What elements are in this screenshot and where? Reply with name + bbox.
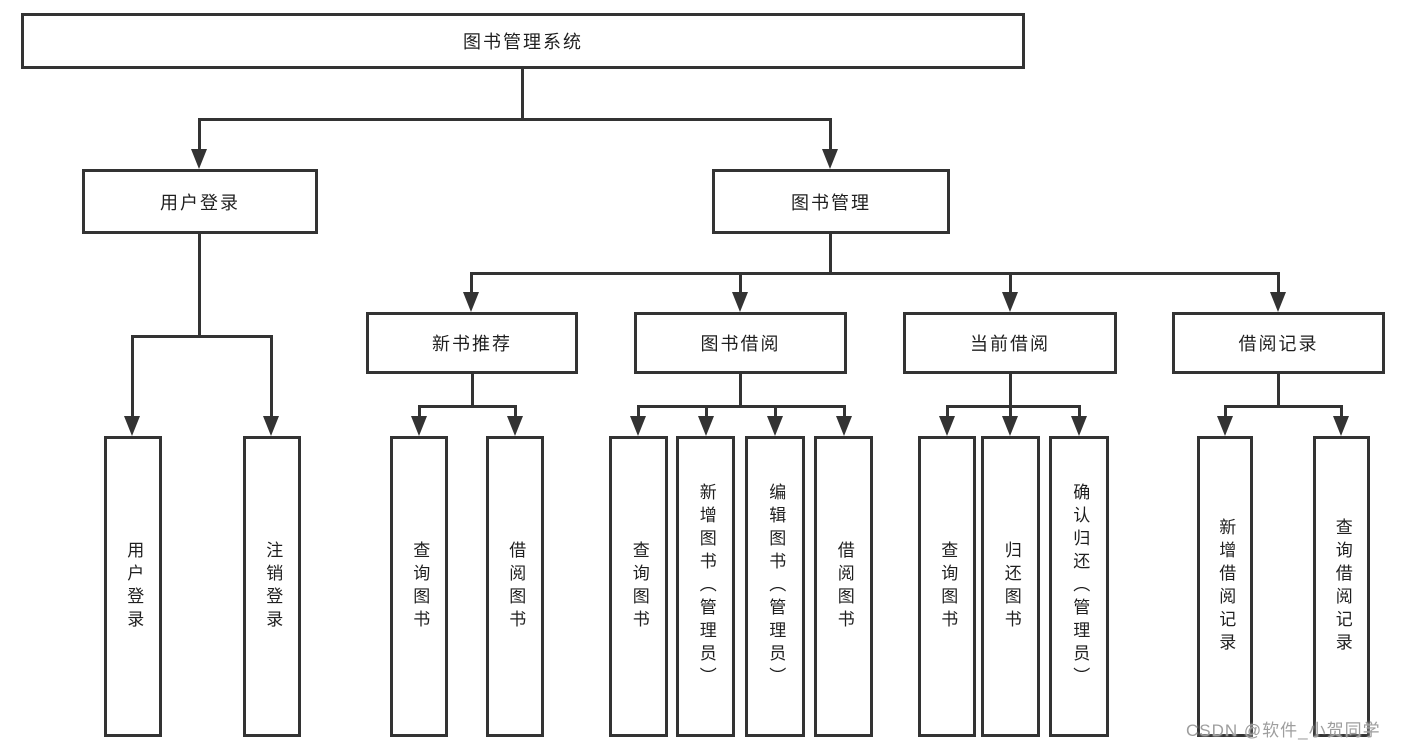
connector-drop-edit-books	[774, 405, 777, 416]
connector-drop-current-borrowing	[1009, 272, 1012, 294]
connector-drop-book-borrowing	[739, 272, 742, 294]
node-borrowing-records: 借阅记录	[1172, 312, 1385, 374]
node-library-management-system: 图书管理系统	[21, 13, 1025, 69]
leaf-query-books-recommend-label: 查询图书	[410, 540, 430, 633]
leaf-query-books-recommend: 查询图书	[390, 436, 448, 737]
leaf-borrow-books-borrowing: 借阅图书	[814, 436, 873, 737]
connector-new-book-recommend-stem	[471, 374, 474, 405]
arrowhead-query-books-1	[411, 416, 427, 436]
node-book-borrowing-label: 图书借阅	[700, 334, 781, 354]
node-current-borrowing-label: 当前借阅	[970, 334, 1050, 354]
connector-drop-borrow-books-2	[843, 405, 846, 416]
node-book-management: 图书管理	[712, 169, 950, 234]
leaf-user-login: 用户登录	[104, 436, 162, 737]
leaf-add-borrow-record-label: 新增借阅记录	[1216, 517, 1236, 656]
arrowhead-add-record	[1217, 416, 1233, 436]
leaf-query-books-current: 查询图书	[918, 436, 976, 737]
leaf-user-login-label: 用户登录	[124, 540, 144, 633]
watermark: CSDN @软件_小贺同学	[1186, 721, 1381, 740]
arrowhead-confirm-return	[1071, 416, 1087, 436]
connector-drop-query-books-2	[637, 405, 640, 416]
leaf-query-borrow-record-label: 查询借阅记录	[1332, 517, 1352, 656]
arrowhead-book-management	[822, 149, 838, 169]
connector-root-bar	[199, 118, 831, 121]
connector-current-borrowing-bar	[946, 405, 1080, 408]
leaf-borrow-books-recommend-label: 借阅图书	[506, 540, 526, 633]
connector-book-management-bar	[470, 272, 1280, 275]
leaf-confirm-return-admin: 确认归还（管理员）	[1049, 436, 1109, 737]
connector-drop-query-books-3	[946, 405, 949, 416]
arrowhead-query-books-2	[630, 416, 646, 436]
connector-drop-leaf-user-login	[131, 335, 134, 416]
leaf-query-books-current-label: 查询图书	[938, 540, 958, 633]
connector-user-login-bar	[132, 335, 273, 338]
node-new-book-recommend: 新书推荐	[366, 312, 578, 374]
arrowhead-return-books	[1002, 416, 1018, 436]
leaf-borrow-books-recommend: 借阅图书	[486, 436, 544, 737]
node-current-borrowing: 当前借阅	[903, 312, 1117, 374]
arrowhead-query-record	[1333, 416, 1349, 436]
node-user-login-label: 用户登录	[160, 192, 240, 213]
connector-drop-add-books	[705, 405, 708, 416]
connector-current-borrowing-stem	[1009, 374, 1012, 405]
connector-drop-confirm-return	[1078, 405, 1081, 416]
node-book-management-label: 图书管理	[791, 192, 871, 213]
leaf-edit-books-admin-label: 编辑图书（管理员）	[766, 483, 786, 690]
connector-user-login-stem	[198, 234, 201, 335]
arrowhead-add-books	[698, 416, 714, 436]
arrowhead-leaf-user-login	[124, 416, 140, 436]
connector-book-management-stem	[829, 234, 832, 272]
connector-drop-return-books	[1009, 405, 1012, 416]
connector-drop-query-books-1	[418, 405, 421, 416]
leaf-confirm-return-admin-label: 确认归还（管理员）	[1070, 483, 1090, 690]
leaf-query-books-borrowing-label: 查询图书	[629, 540, 649, 633]
connector-drop-leaf-logout	[270, 335, 273, 416]
arrowhead-leaf-logout	[263, 416, 279, 436]
leaf-return-books: 归还图书	[981, 436, 1040, 737]
leaf-add-books-admin-label: 新增图书（管理员）	[696, 483, 716, 690]
arrowhead-user-login	[191, 149, 207, 169]
leaf-add-borrow-record: 新增借阅记录	[1197, 436, 1253, 737]
node-borrowing-records-label: 借阅记录	[1238, 334, 1319, 354]
connector-new-book-recommend-bar	[418, 405, 516, 408]
leaf-logout-label: 注销登录	[263, 540, 283, 633]
connector-drop-new-book-recommend	[470, 272, 473, 294]
arrowhead-borrow-books-1	[507, 416, 523, 436]
arrowhead-query-books-3	[939, 416, 955, 436]
node-new-book-recommend-label: 新书推荐	[432, 334, 512, 354]
leaf-add-books-admin: 新增图书（管理员）	[676, 436, 735, 737]
connector-drop-add-record	[1224, 405, 1227, 416]
connector-drop-borrowing-records	[1277, 272, 1280, 294]
node-book-borrowing: 图书借阅	[634, 312, 847, 374]
connector-drop-book-management	[829, 118, 832, 151]
arrowhead-borrow-books-2	[836, 416, 852, 436]
connector-root-stem	[521, 68, 524, 118]
connector-book-borrowing-stem	[739, 374, 742, 405]
arrowhead-current-borrowing	[1002, 292, 1018, 312]
leaf-borrow-books-borrowing-label: 借阅图书	[834, 540, 854, 633]
arrowhead-new-book-recommend	[463, 292, 479, 312]
connector-drop-query-record	[1340, 405, 1343, 416]
connector-borrowing-records-stem	[1277, 374, 1280, 405]
connector-borrowing-records-bar	[1224, 405, 1342, 408]
leaf-logout: 注销登录	[243, 436, 301, 737]
arrowhead-edit-books	[767, 416, 783, 436]
leaf-edit-books-admin: 编辑图书（管理员）	[745, 436, 805, 737]
connector-book-borrowing-bar	[637, 405, 845, 408]
node-user-login: 用户登录	[82, 169, 318, 234]
leaf-query-borrow-record: 查询借阅记录	[1313, 436, 1370, 737]
leaf-query-books-borrowing: 查询图书	[609, 436, 668, 737]
connector-drop-user-login	[198, 118, 201, 151]
leaf-return-books-label: 归还图书	[1001, 540, 1021, 633]
arrowhead-borrowing-records	[1270, 292, 1286, 312]
arrowhead-book-borrowing	[732, 292, 748, 312]
connector-drop-borrow-books-1	[514, 405, 517, 416]
node-library-management-system-label: 图书管理系统	[463, 32, 583, 52]
